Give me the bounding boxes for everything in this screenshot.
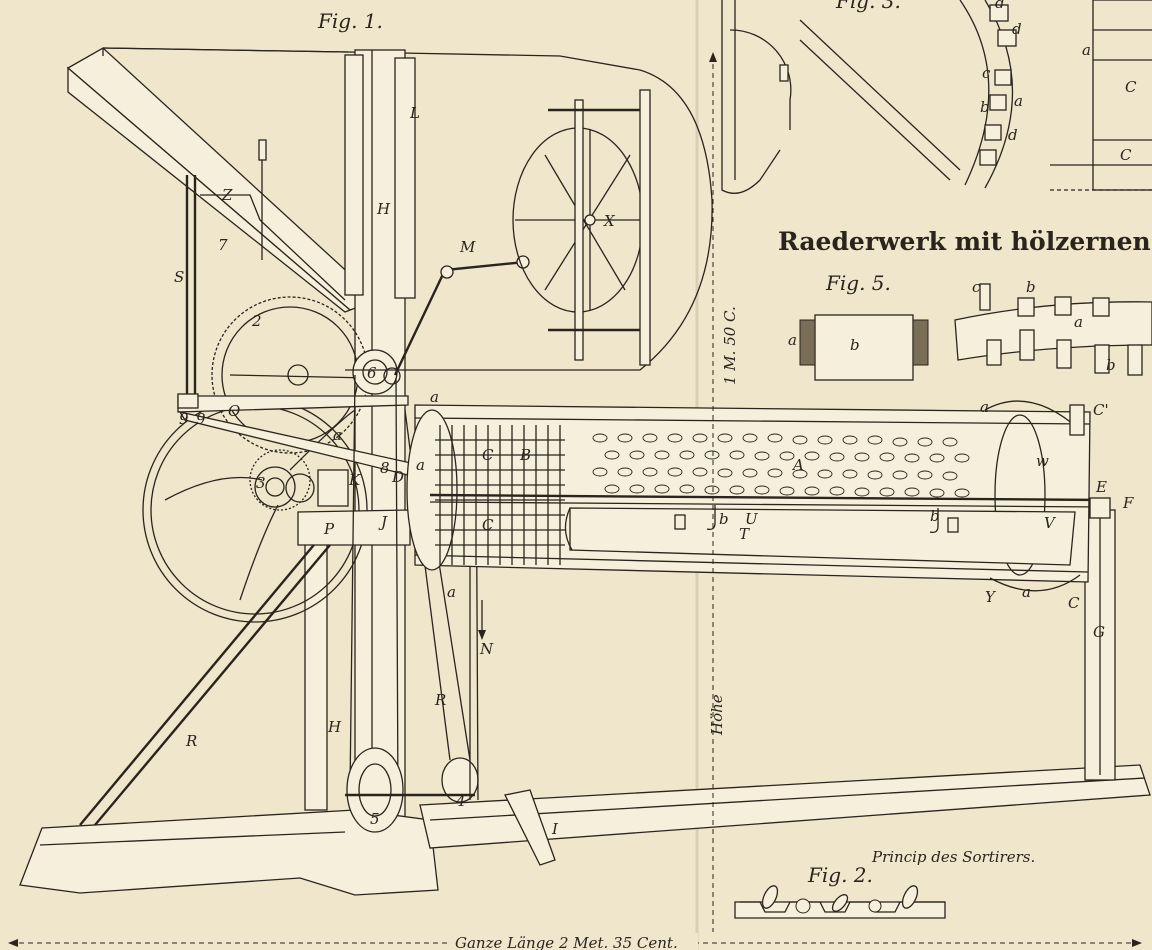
label-w: w (1036, 452, 1049, 470)
label-4: 4 (455, 792, 466, 810)
label-a6: a (1022, 583, 1031, 601)
label-J: J (378, 513, 388, 531)
fig3-label-C1: C (1125, 78, 1137, 96)
fig3-label-d1: d (995, 0, 1005, 12)
fig3-label-b: b (980, 98, 990, 116)
label-H-top: H (376, 200, 391, 218)
label-7: 7 (218, 236, 228, 254)
fig2-sorter-principle-drawing (734, 885, 946, 919)
fig3-wheel-drawing (721, 0, 1152, 194)
fig1-heading: Fig. 1. (317, 9, 383, 33)
label-a5: a (447, 583, 456, 601)
fig3-label-a2: a (1082, 41, 1091, 59)
plate-title: Raederwerk mit hölzernen Zaehne (778, 227, 1152, 256)
label-G: G (1093, 623, 1105, 641)
principle-caption: Princip des Sortirers. (871, 848, 1035, 866)
height-scale-label: 1 M. 50 C. (721, 306, 739, 385)
label-5: 5 (370, 810, 380, 828)
fig3-label-C2: C (1120, 146, 1132, 164)
label-V: V (1044, 514, 1057, 532)
label-8: 8 (380, 459, 390, 477)
fig5-label-b: b (850, 336, 860, 354)
figure-headings: Fig. 1. Fig. 3. Fig. 5. Fig. 2. Raederwe… (317, 0, 1152, 887)
label-Y: Y (985, 588, 997, 606)
label-E: E (1095, 478, 1107, 496)
label-Cprime: C' (1093, 401, 1109, 419)
label-a1: a (430, 388, 439, 406)
label-F: F (1122, 494, 1134, 512)
label-a3: a (333, 426, 342, 444)
label-U: U (745, 510, 759, 528)
label-L: L (409, 104, 420, 122)
label-R2: R (434, 691, 446, 709)
fig1-machine-drawing (19, 47, 1151, 896)
fig5-heading: Fig. 5. (825, 271, 891, 295)
fig2-heading: Fig. 2. (807, 863, 873, 887)
label-P: P (323, 520, 335, 538)
label-C1: C (482, 446, 494, 464)
fig5-label-a: a (788, 331, 797, 349)
fig5-label-b2: b (1026, 278, 1036, 296)
label-I: I (551, 820, 559, 838)
label-R1: R (185, 732, 197, 750)
label-b2: b (930, 507, 940, 525)
fig3-labels: d d c a b d a C C (980, 0, 1137, 164)
label-O: O (228, 402, 240, 420)
label-S: S (174, 268, 184, 286)
fig5-label-b3: b (1106, 356, 1116, 374)
label-M: M (459, 238, 476, 256)
fig5-label-c: c (972, 278, 981, 296)
part-labels: L H H Z 7 S 2 M X 6 a a a a a a 9 9 O 3 … (174, 104, 1134, 838)
label-2: 2 (251, 312, 262, 330)
fig3-label-a1: a (1014, 92, 1023, 110)
label-X: X (603, 212, 616, 230)
fig3-heading: Fig. 3. (835, 0, 901, 13)
height-word-label: Höhe (708, 694, 726, 736)
label-D: D (391, 468, 404, 486)
label-b1: b (719, 510, 729, 528)
label-a4: a (416, 456, 425, 474)
fig3-label-c: c (982, 64, 991, 82)
label-B: B (519, 446, 531, 464)
label-a2: a (980, 398, 989, 416)
total-length-label: Ganze Länge 2 Met. 35 Cent. (455, 934, 678, 950)
dimension-labels: 1 M. 50 C. Höhe Ganze Länge 2 Met. 35 Ce… (455, 306, 739, 950)
dimension-lines (8, 52, 1142, 950)
label-9b: 9 (196, 410, 206, 428)
label-9a: 9 (179, 410, 189, 428)
label-6: 6 (367, 364, 377, 382)
fig3-label-d3: d (1008, 126, 1018, 144)
fig5-labels: a b c b a b (788, 278, 1116, 374)
label-Z: Z (221, 186, 233, 204)
fig5-label-a2: a (1074, 313, 1083, 331)
label-C3: C (1068, 594, 1080, 612)
fig5-tooth-drawing (799, 283, 1152, 381)
label-A: A (791, 456, 804, 474)
fig3-label-d2: d (1012, 20, 1022, 38)
label-T: T (739, 525, 750, 543)
label-N: N (479, 640, 494, 658)
label-H-bottom: H (327, 718, 342, 736)
label-K: K (348, 471, 361, 489)
label-C2: C (482, 516, 494, 534)
label-3: 3 (256, 474, 266, 492)
